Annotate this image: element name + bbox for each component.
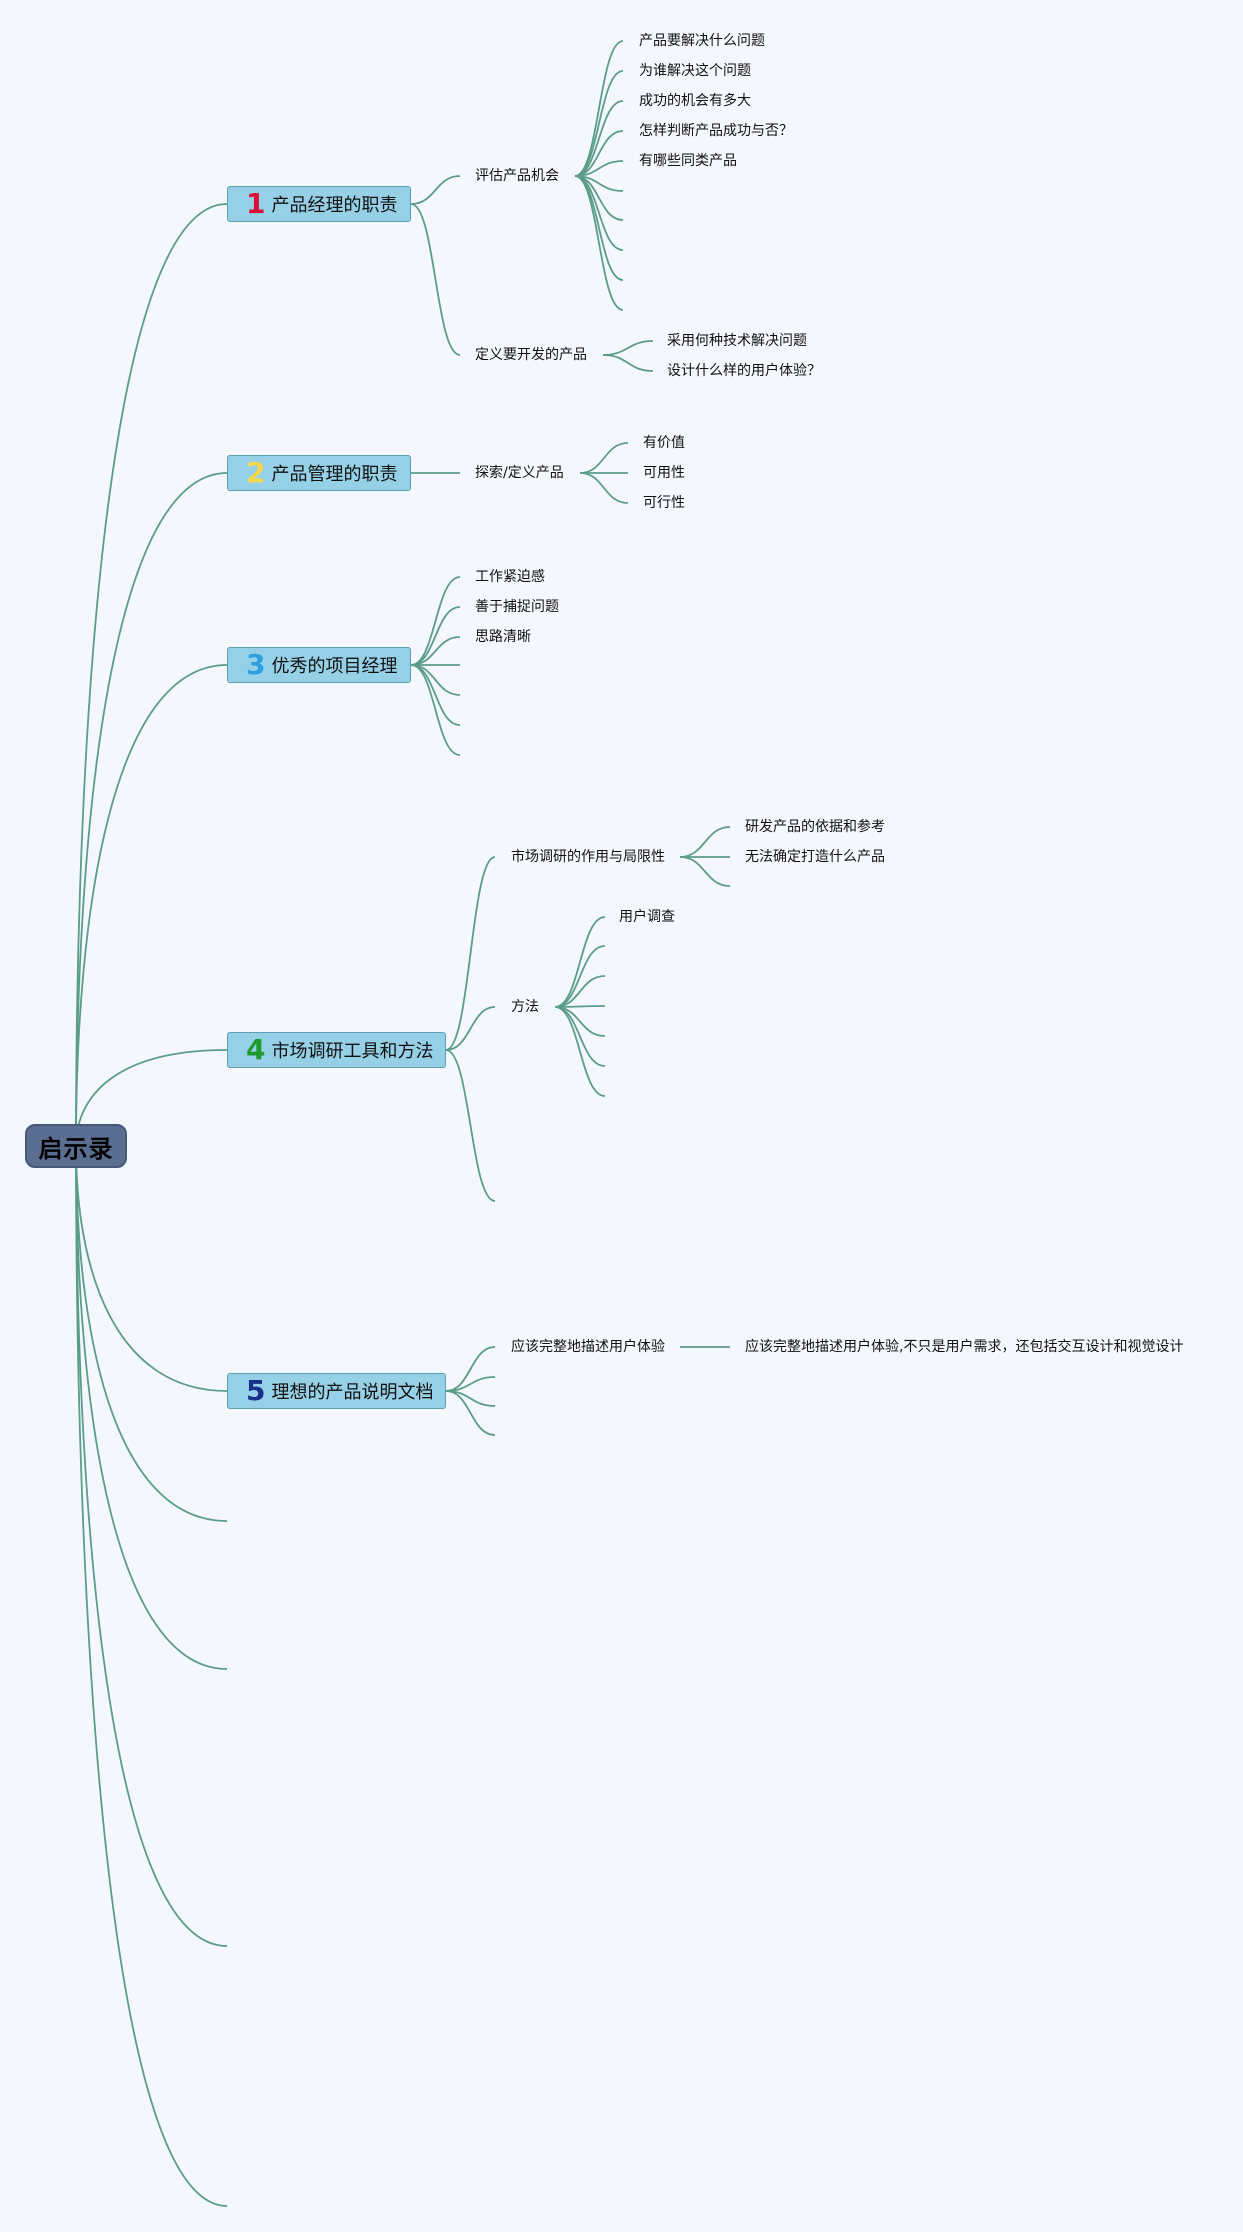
subtopic-research-role[interactable]: 市场调研的作用与局限性 — [511, 849, 665, 865]
link-b1-eval-leaf-9 — [574, 175, 624, 311]
leaf-problem-to-solve[interactable]: 产品要解决什么问题 — [639, 33, 765, 49]
link-b4-method-leaf-1 — [554, 945, 606, 1008]
topic-3-title: 优秀的项目经理 — [271, 656, 398, 677]
link-b4-method-leaf-5 — [554, 1006, 606, 1067]
leaf-describe-ux-detail[interactable]: 应该完整地描述用户体验,不只是用户需求，还包括交互设计和视觉设计 — [745, 1339, 1184, 1355]
topic-5-title: 理想的产品说明文档 — [271, 1382, 434, 1403]
subtopic-evaluate-opportunity[interactable]: 评估产品机会 — [475, 168, 559, 184]
topic-4-number: 4 — [246, 1033, 266, 1066]
link-b2-leaf-0 — [579, 442, 629, 474]
leaf-measure-success[interactable]: 怎样判断产品成功与否？ — [639, 123, 793, 139]
topic-5-node[interactable]: 5 理想的产品说明文档 — [227, 1373, 446, 1409]
root-link-9 — [75, 1145, 228, 2207]
link-b4-empty — [445, 1049, 496, 1202]
root-link-8 — [75, 1145, 228, 1947]
link-b3-leaf-0 — [410, 576, 461, 666]
link-b4-research-leaf-2 — [679, 856, 731, 887]
leaf-valuable[interactable]: 有价值 — [643, 435, 685, 451]
leaf-feasibility[interactable]: 可行性 — [643, 495, 685, 511]
leaf-cannot-determine[interactable]: 无法确定打造什么产品 — [745, 849, 885, 865]
leaf-usability[interactable]: 可用性 — [643, 465, 685, 481]
link-b1-define-leaf-1 — [602, 354, 654, 372]
leaf-which-technology[interactable]: 采用何种技术解决问题 — [667, 333, 807, 349]
topic-1-title: 产品经理的职责 — [271, 195, 398, 216]
leaf-catch-problems[interactable]: 善于捕捉问题 — [475, 599, 559, 615]
subtopic-describe-ux[interactable]: 应该完整地描述用户体验 — [511, 1339, 665, 1355]
leaf-similar-products[interactable]: 有哪些同类产品 — [639, 153, 737, 169]
topic-3-node[interactable]: 3 优秀的项目经理 — [227, 647, 411, 683]
link-b1-eval-leaf-1 — [574, 70, 624, 177]
root-node[interactable]: 启示录 — [25, 1124, 127, 1168]
root-link-3 — [75, 664, 228, 1147]
topic-2-node[interactable]: 2 产品管理的职责 — [227, 455, 411, 491]
link-b3-leaf-4 — [410, 664, 461, 696]
subtopic-methods[interactable]: 方法 — [511, 999, 539, 1015]
root-link-5 — [75, 1145, 228, 1392]
leaf-urgency[interactable]: 工作紧迫感 — [475, 569, 545, 585]
link-b4-research — [445, 856, 496, 1051]
leaf-chance-of-success[interactable]: 成功的机会有多大 — [639, 93, 751, 109]
link-b4-research-leaf-0 — [679, 826, 731, 858]
link-b1-eval-leaf-8 — [574, 175, 624, 281]
root-link-2 — [75, 472, 228, 1147]
topic-3-number: 3 — [246, 648, 266, 681]
link-b4-method-leaf-6 — [554, 1006, 606, 1097]
link-b1-define — [410, 203, 461, 356]
link-b1-eval-leaf-0 — [574, 40, 624, 177]
link-b1-eval-leaf-2 — [574, 100, 624, 177]
link-b3-leaf-1 — [410, 606, 461, 666]
root-link-7 — [75, 1145, 228, 1670]
topic-2-title: 产品管理的职责 — [271, 464, 398, 485]
link-b4-method-leaf-3 — [554, 1005, 606, 1008]
topic-5-number: 5 — [246, 1374, 266, 1407]
link-b3-leaf-5 — [410, 664, 461, 726]
leaf-clear-thinking[interactable]: 思路清晰 — [475, 629, 531, 645]
link-b3-leaf-6 — [410, 664, 461, 756]
link-b4-method-leaf-0 — [554, 916, 606, 1008]
link-b5-empty-2 — [445, 1390, 496, 1436]
leaf-user-survey[interactable]: 用户调查 — [619, 909, 675, 925]
link-b1-evaluate — [410, 175, 461, 205]
topic-1-number: 1 — [246, 187, 266, 220]
leaf-user-experience[interactable]: 设计什么样的用户体验？ — [667, 363, 821, 379]
link-b4-methods — [445, 1006, 496, 1051]
leaf-basis-reference[interactable]: 研发产品的依据和参考 — [745, 819, 885, 835]
link-b2-leaf-2 — [579, 472, 629, 504]
subtopic-define-product[interactable]: 定义要开发的产品 — [475, 347, 587, 363]
topic-2-number: 2 — [246, 456, 266, 489]
leaf-for-whom[interactable]: 为谁解决这个问题 — [639, 63, 751, 79]
link-b4-method-leaf-2 — [554, 975, 606, 1008]
root-link-6 — [75, 1145, 228, 1522]
topic-4-title: 市场调研工具和方法 — [271, 1041, 434, 1062]
root-link-1 — [75, 203, 228, 1147]
topic-4-node[interactable]: 4 市场调研工具和方法 — [227, 1032, 446, 1068]
subtopic-explore-define[interactable]: 探索/定义产品 — [475, 465, 564, 481]
topic-1-node[interactable]: 1 产品经理的职责 — [227, 186, 411, 222]
link-b1-define-leaf-0 — [602, 340, 654, 356]
